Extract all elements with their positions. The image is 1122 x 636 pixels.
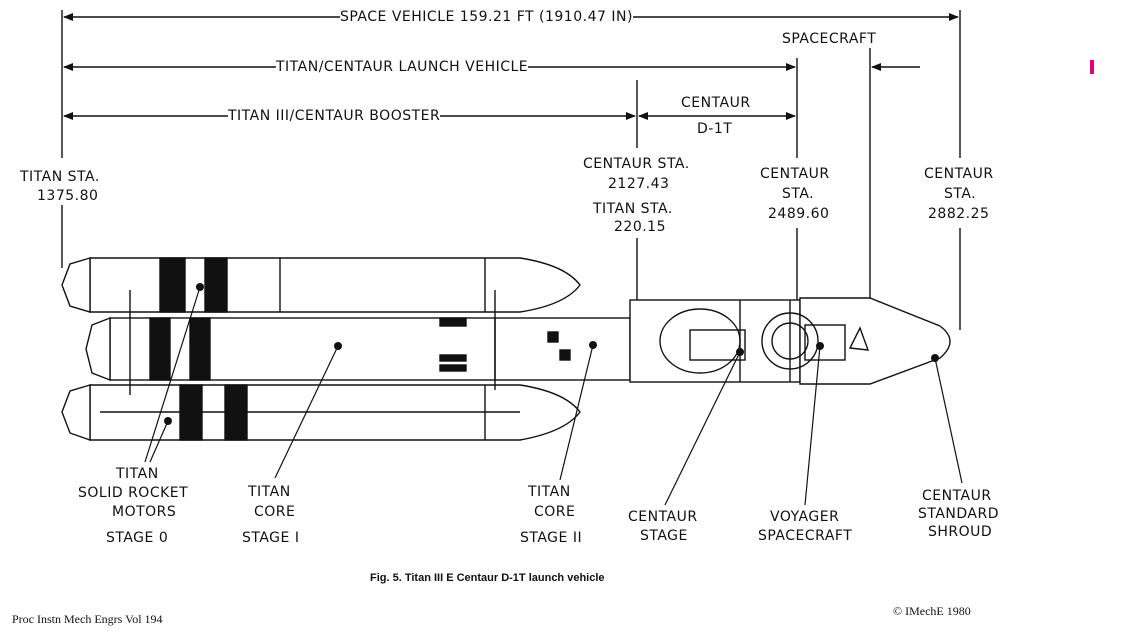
spacecraft-shroud [761,297,951,385]
footer-journal: Proc Instn Mech Engrs Vol 194 [12,612,163,626]
titan-sta-2-label: TITAN STA. [593,200,673,218]
centaur-sta-1-label: CENTAUR STA. [583,155,690,173]
centaur-sta-2-label: CENTAUR [760,165,830,183]
core2-label-3: STAGE II [520,530,583,546]
titan-sta-1-label: TITAN STA. [20,168,100,186]
centaur-stage-label-2: STAGE [640,528,688,544]
shroud-label-3: SHROUD [928,524,993,540]
voyager-label-2: SPACECRAFT [758,528,853,544]
centaur-sta-3-sta: STA. [944,185,977,203]
shroud-label-2: STANDARD [918,506,1000,522]
d1t-label: D-1T [697,120,733,138]
booster-label: TITAN III/CENTAUR BOOSTER [228,107,441,125]
srm-label-3: MOTORS [112,504,177,520]
core2-label-2: CORE [534,504,576,520]
core1-label-2: CORE [254,504,296,520]
titan-core-stage-1 [85,316,631,382]
space-vehicle-length-label: SPACE VEHICLE 159.21 FT (1910.47 IN) [340,8,633,26]
centaur-sta-2-sta: STA. [782,185,815,203]
centaur-sta-1-value: 2127.43 [608,175,670,193]
centaur-stage [629,299,801,383]
titan-sta-1-value: 1375.80 [37,187,99,205]
rocket-drawing [61,257,951,441]
shroud-label-1: CENTAUR [922,488,992,504]
srm-label-1: TITAN [116,466,159,482]
leader-lines [144,286,963,506]
core1-label-3: STAGE I [242,530,300,546]
spacecraft-label: SPACECRAFT [782,30,877,48]
launch-vehicle-label: TITAN/CENTAUR LAUNCH VEHICLE [276,58,529,76]
titan-sta-2-value: 220.15 [614,218,666,236]
upper-srm [61,257,581,313]
centaur-sta-3-label: CENTAUR [924,165,994,183]
footer-copyright: © IMechE 1980 [893,604,971,618]
core1-label-1: TITAN [248,484,291,500]
voyager-label-1: VOYAGER [770,509,840,525]
centaur-sta-3-value: 2882.25 [928,205,990,223]
core2-label-1: TITAN [528,484,571,500]
magenta-edge-mark [1090,60,1094,74]
dimension-lines [61,10,961,330]
centaur-d1t-label: CENTAUR [681,94,751,112]
lower-srm [61,384,581,441]
srm-label-2: SOLID ROCKET [78,485,189,501]
srm-label-4: STAGE 0 [106,530,169,546]
centaur-sta-2-value: 2489.60 [768,205,830,223]
centaur-stage-label-1: CENTAUR [628,509,698,525]
figure-caption: Fig. 5. Titan III E Centaur D-1T launch … [370,572,605,584]
